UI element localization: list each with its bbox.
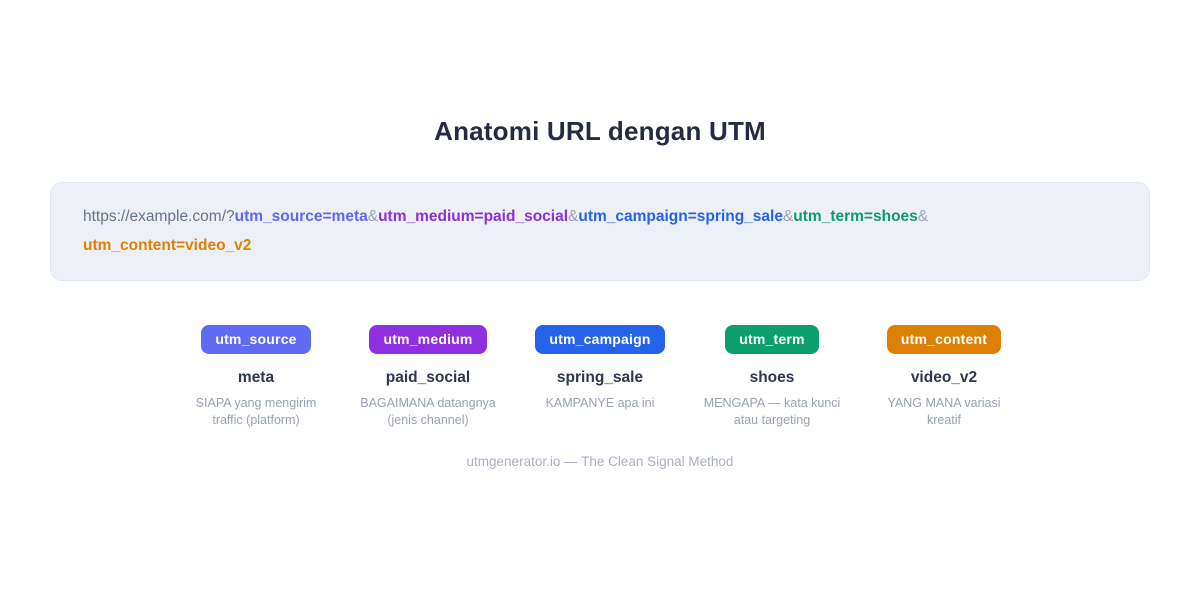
footer-credit: utmgenerator.io — The Clean Signal Metho… — [466, 454, 734, 470]
param-column-utm-medium: utm_medium paid_social BAGAIMANA datangn… — [342, 325, 514, 428]
url-segment-utm-content: utm_content=video_v2 — [83, 236, 252, 254]
param-description: MENGAPA — kata kunci atau targeting — [703, 396, 841, 427]
url-segment-amp: & — [367, 208, 379, 225]
url-segment-amp: & — [917, 208, 929, 225]
param-value: spring_sale — [556, 369, 644, 387]
url-segment-utm-campaign: utm_campaign=spring_sale — [578, 208, 783, 225]
badge-utm-term: utm_term — [725, 325, 819, 355]
url-segment-base: https://example.com/? — [83, 208, 235, 225]
url-segment-utm-term: utm_term=shoes — [793, 208, 918, 225]
param-description: BAGAIMANA datangnya (jenis channel) — [360, 396, 496, 427]
param-description: YANG MANA variasi kreatif — [887, 396, 1001, 427]
url-segment-amp: & — [568, 208, 579, 225]
url-segment-amp: & — [782, 208, 794, 225]
param-column-utm-campaign: utm_campaign spring_sale KAMPANYE apa in… — [514, 325, 686, 428]
param-column-utm-content: utm_content video_v2 YANG MANA variasi k… — [858, 325, 1030, 428]
url-segment-utm-medium: utm_medium=paid_social — [378, 208, 569, 225]
page-title: Anatomi URL dengan UTM — [434, 116, 766, 146]
badge-utm-source: utm_source — [201, 325, 311, 355]
param-value: video_v2 — [910, 369, 978, 387]
badge-utm-content: utm_content — [886, 325, 1002, 355]
badge-utm-campaign: utm_campaign — [535, 325, 665, 355]
param-value: meta — [237, 369, 275, 387]
param-columns: utm_source meta SIAPA yang mengirim traf… — [0, 325, 1200, 428]
param-column-utm-term: utm_term shoes MENGAPA — kata kunci atau… — [686, 325, 858, 428]
param-description: SIAPA yang mengirim traffic (platform) — [195, 396, 317, 427]
param-column-utm-source: utm_source meta SIAPA yang mengirim traf… — [170, 325, 342, 428]
param-value: paid_social — [385, 369, 471, 387]
param-value: shoes — [749, 369, 795, 387]
badge-utm-medium: utm_medium — [369, 325, 487, 355]
param-description: KAMPANYE apa ini — [545, 396, 655, 411]
url-segment-utm-source: utm_source=meta — [234, 208, 368, 225]
url-bar: https://example.com/?utm_source=meta&utm… — [50, 182, 1150, 282]
